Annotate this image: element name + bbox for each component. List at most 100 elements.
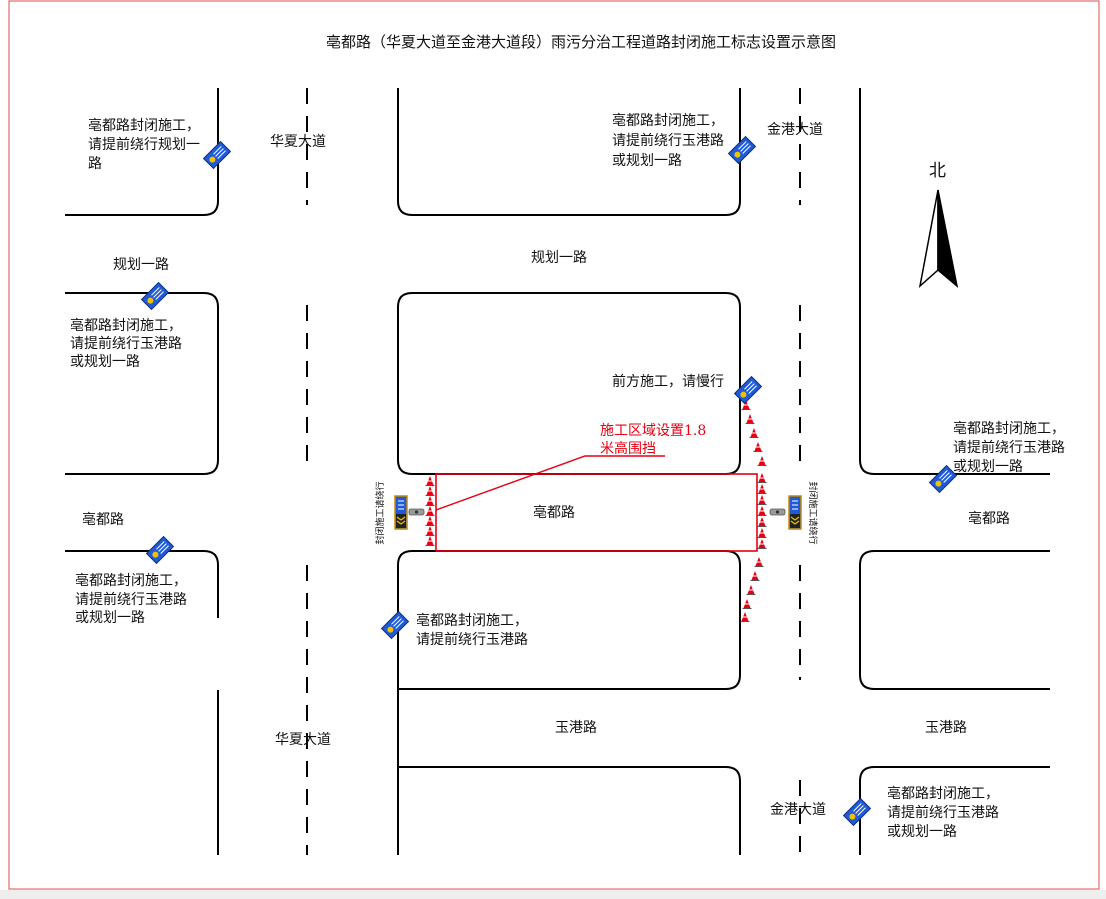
traffic-cone-icon xyxy=(757,517,767,527)
notice-line: 或规划一路 xyxy=(887,824,957,840)
notice-line: 亳都路封闭施工， xyxy=(70,317,182,334)
construction-zone xyxy=(435,473,758,552)
notice-top-left: 亳都路封闭施工， 请提前绕行规划一 路 xyxy=(88,117,204,172)
traffic-cone-icon xyxy=(757,456,767,466)
road-label-guihua-mid: 规划一路 xyxy=(531,250,587,266)
road-label-jingang-top: 金港大道 xyxy=(767,122,823,138)
north-arrow-icon xyxy=(918,189,959,289)
road-label-jingang-bottom: 金港大道 xyxy=(770,802,826,818)
traffic-cone-icon xyxy=(425,486,435,496)
notice-line: 路 xyxy=(88,156,102,172)
notice-line: 亳都路封闭施工， xyxy=(416,612,528,629)
notice-east: 亳都路封闭施工， 请提前绕行玉港路 或规划一路 xyxy=(953,420,1069,475)
road-sign-icon xyxy=(146,536,174,564)
notice-line: 请提前绕行规划一 xyxy=(88,136,200,153)
road-edges xyxy=(65,88,1050,855)
traffic-cone-icon xyxy=(425,526,435,536)
traffic-cone-icon xyxy=(753,442,763,452)
page-frame xyxy=(8,0,1100,890)
block-top-middle-edge xyxy=(397,88,741,216)
center-lines xyxy=(306,88,801,855)
detour-board-icon xyxy=(394,495,408,530)
diagram-title: 亳都路（华夏大道至金港大道段）雨污分治工程道路封闭施工标志设置示意图 xyxy=(326,33,836,51)
traffic-cone-icon xyxy=(425,506,435,516)
notice-line: 或规划一路 xyxy=(70,354,140,370)
bottom-strip xyxy=(0,890,1106,899)
traffic-cone-icon xyxy=(742,599,752,609)
notice-signs xyxy=(141,136,957,826)
barrier-icon xyxy=(408,508,425,516)
notice-line: 请提前绕行玉港路 xyxy=(75,591,187,608)
block-mid-left-edge xyxy=(65,292,219,475)
road-label-yugang-mid: 玉港路 xyxy=(555,720,597,736)
notice-line: 或规划一路 xyxy=(953,459,1023,475)
block-lower-right-edge xyxy=(859,550,1050,690)
traffic-cone-icon xyxy=(757,473,767,483)
detour-board-west-label: 封闭施工请绕行 xyxy=(374,481,386,544)
traffic-cone-icon xyxy=(745,414,755,424)
notice-top-middle: 亳都路封闭施工， 请提前绕行玉港路 或规划一路 xyxy=(612,112,728,169)
road-label-bodu-mid: 亳都路 xyxy=(533,504,575,521)
traffic-cone-icon xyxy=(757,484,767,494)
traffic-cone-icon xyxy=(741,400,751,410)
block-bottom-middle-edge xyxy=(398,766,741,855)
notice-line: 请提前绕行玉港路 xyxy=(612,132,724,149)
notice-line: 亳都路封闭施工， xyxy=(953,420,1065,437)
road-label-bodu-east: 亳都路 xyxy=(968,510,1010,527)
road-sign-icon xyxy=(734,376,762,404)
notice-lower-left: 亳都路封闭施工， 请提前绕行玉港路 或规划一路 xyxy=(75,572,191,626)
traffic-cone-icon xyxy=(757,528,767,538)
notice-texts: 亳都路封闭施工， 请提前绕行规划一 路 亳都路封闭施工， 请提前绕行玉港路 或规… xyxy=(70,112,1069,840)
barrier-icon xyxy=(769,508,786,516)
notice-line: 请提前绕行玉港路 xyxy=(70,335,182,352)
traffic-cone-icon xyxy=(757,506,767,516)
detour-board-east: 封闭施工请绕行 xyxy=(769,481,819,545)
traffic-cone-icon xyxy=(754,557,764,567)
annotation-leader xyxy=(435,455,665,511)
detour-board-east-label: 封闭施工请绕行 xyxy=(807,481,819,544)
notice-line: 或规划一路 xyxy=(612,153,682,169)
road-sign-icon xyxy=(843,798,871,826)
road-sign-icon xyxy=(728,136,756,164)
road-label-huaxia-top: 华夏大道 xyxy=(270,134,326,150)
traffic-cone-icon xyxy=(740,612,750,622)
annotation-line-1: 施工区域设置1.8 xyxy=(600,423,706,439)
traffic-cone-icon xyxy=(425,536,435,546)
traffic-cone-icon xyxy=(746,585,756,595)
notice-lower-center: 亳都路封闭施工， 请提前绕行玉港路 xyxy=(416,612,532,648)
road-label-guihua-west: 规划一路 xyxy=(113,257,169,273)
notice-bottom-right: 亳都路封闭施工， 请提前绕行玉港路 或规划一路 xyxy=(887,785,1003,840)
road-sign-icon xyxy=(381,611,409,639)
notice-line: 请提前绕行玉港路 xyxy=(416,631,528,648)
notice-line: 请提前绕行玉港路 xyxy=(953,439,1065,456)
traffic-cone-icon xyxy=(425,496,435,506)
traffic-cone-icon xyxy=(425,516,435,526)
block-top-left-edge xyxy=(65,88,219,216)
notice-line: 亳都路封闭施工， xyxy=(612,112,724,129)
detour-board-icon xyxy=(788,495,802,530)
road-labels: 华夏大道 金港大道 规划一路 规划一路 亳都路 亳都路 亳都路 玉港路 玉港路 … xyxy=(82,122,1010,818)
notice-line: 前方施工，请慢行 xyxy=(612,373,724,390)
notice-line: 请提前绕行玉港路 xyxy=(887,804,999,821)
notice-line: 或规划一路 xyxy=(75,610,145,626)
road-label-bodu-west: 亳都路 xyxy=(82,511,124,528)
notice-line: 亳都路封闭施工， xyxy=(75,572,187,589)
traffic-cone-icon xyxy=(425,476,435,486)
annotation-line-2: 米高围挡 xyxy=(600,440,656,457)
traffic-cone-icon xyxy=(749,428,759,438)
traffic-cone-icon xyxy=(757,495,767,505)
detour-board-west: 封闭施工请绕行 xyxy=(374,481,425,545)
block-bottom-right-edge xyxy=(859,766,1050,855)
notice-line: 亳都路封闭施工， xyxy=(88,117,200,134)
block-lower-middle-edge xyxy=(397,550,741,855)
notice-mid-left: 亳都路封闭施工， 请提前绕行玉港路 或规划一路 xyxy=(70,317,186,370)
road-sign-icon xyxy=(141,282,169,310)
north-label: 北 xyxy=(929,161,946,181)
notice-line: 亳都路封闭施工， xyxy=(887,785,999,802)
traffic-cones xyxy=(425,400,767,622)
notice-slow-down: 前方施工，请慢行 xyxy=(612,373,724,390)
road-sign-icon xyxy=(203,141,231,169)
road-label-yugang-east: 玉港路 xyxy=(925,720,967,736)
